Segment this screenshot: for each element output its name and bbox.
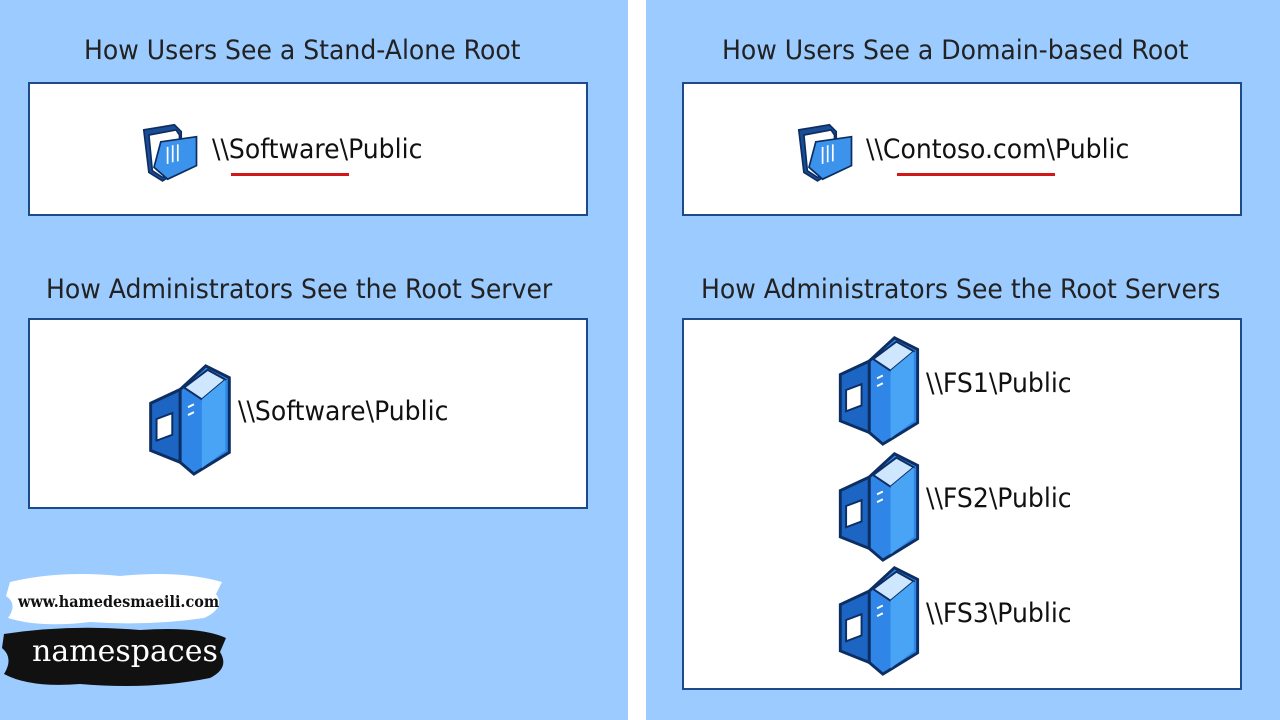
standalone-users-path: \\Software\Public [212, 134, 423, 165]
folder-icon [137, 112, 205, 192]
panel-divider [628, 0, 646, 720]
standalone-admin-heading: How Administrators See the Root Server [46, 274, 553, 305]
domain-users-path: \\Contoso.com\Public [866, 134, 1130, 165]
domain-admin-box [682, 318, 1242, 690]
standalone-server-underline [231, 173, 349, 176]
standalone-admin-box [28, 318, 588, 509]
standalone-users-box [28, 82, 588, 216]
server-icon [143, 360, 235, 478]
domain-name-underline [897, 173, 1055, 176]
standalone-users-heading: How Users See a Stand-Alone Root [84, 35, 521, 66]
brand-url: www.hamedesmaeili.com [18, 592, 220, 611]
server-icon [832, 448, 924, 564]
domain-users-heading: How Users See a Domain-based Root [722, 35, 1189, 66]
domain-admin-heading: How Administrators See the Root Servers [701, 274, 1221, 305]
server-icon [832, 332, 924, 448]
brand-brush-strokes [2, 574, 226, 686]
server-path-fs3: \\FS3\Public [926, 598, 1072, 629]
server-path-fs2: \\FS2\Public [926, 483, 1072, 514]
folder-icon [792, 112, 860, 192]
domain-users-box [682, 82, 1242, 216]
standalone-admin-path: \\Software\Public [238, 396, 449, 427]
server-icon [832, 562, 924, 678]
brand-title: namespaces [32, 634, 218, 669]
server-path-fs1: \\FS1\Public [926, 368, 1072, 399]
